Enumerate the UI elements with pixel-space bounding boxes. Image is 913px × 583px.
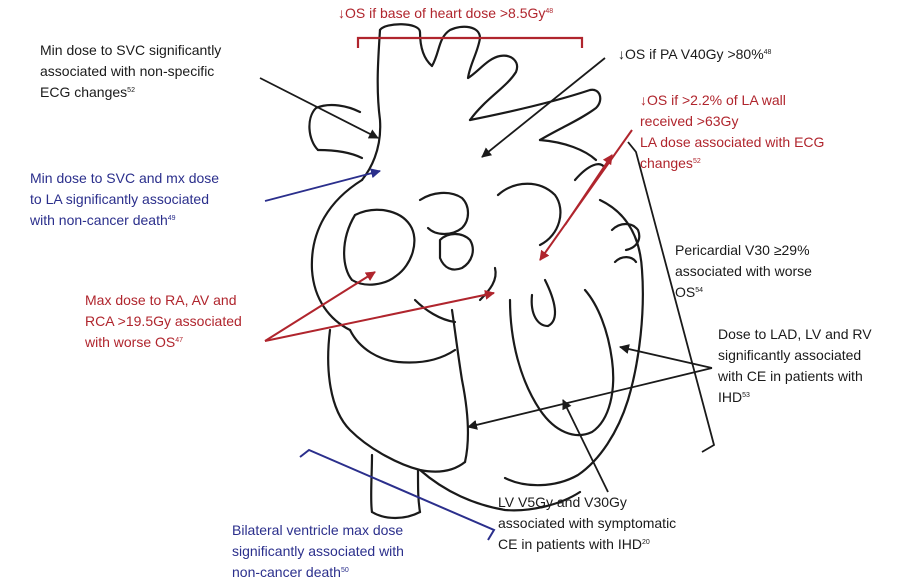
base-of-heart-bracket [358,38,582,48]
lad-lv-rv-arrow-2 [468,368,712,427]
lad-lv-rv-arrow-1 [620,347,712,368]
right-ventricle [328,330,465,472]
pericardial-label: Pericardial V30 ≥29% associated with wor… [675,240,812,303]
pa-v40-label: ↓OS if PA V40Gy >80%48 [618,44,771,65]
bilateral-label: Bilateral ventricle max dose significant… [232,520,404,583]
svc-ecg-arrow [260,78,378,138]
ra-av-rca-label: Max dose to RA, AV and RCA >19.5Gy assoc… [85,290,242,353]
ra-arrow [265,272,375,341]
svc-la-death-label: Min dose to SVC and mx dose to LA signif… [30,168,219,231]
base-of-heart-label: ↓OS if base of heart dose >8.5Gy48 [338,3,553,24]
la-wall-label: ↓OS if >2.2% of LA wall received >63Gy L… [640,90,824,174]
septum [452,310,468,462]
av-rca-arrow [265,293,494,341]
svc-tube [309,105,360,150]
lv-v5-label: LV V5Gy and V30Gy associated with sympto… [498,492,676,555]
heart-outline [309,24,642,518]
lad-lv-rv-label: Dose to LAD, LV and RV significantly ass… [718,324,872,408]
svc-la-death-arrow [265,171,380,201]
svc-ecg-label: Min dose to SVC significantly associated… [40,40,221,103]
ivc [371,455,372,512]
left-atrium [498,184,560,245]
pa-v40-arrow [482,58,605,157]
la-wall-arrow-2 [565,155,612,225]
